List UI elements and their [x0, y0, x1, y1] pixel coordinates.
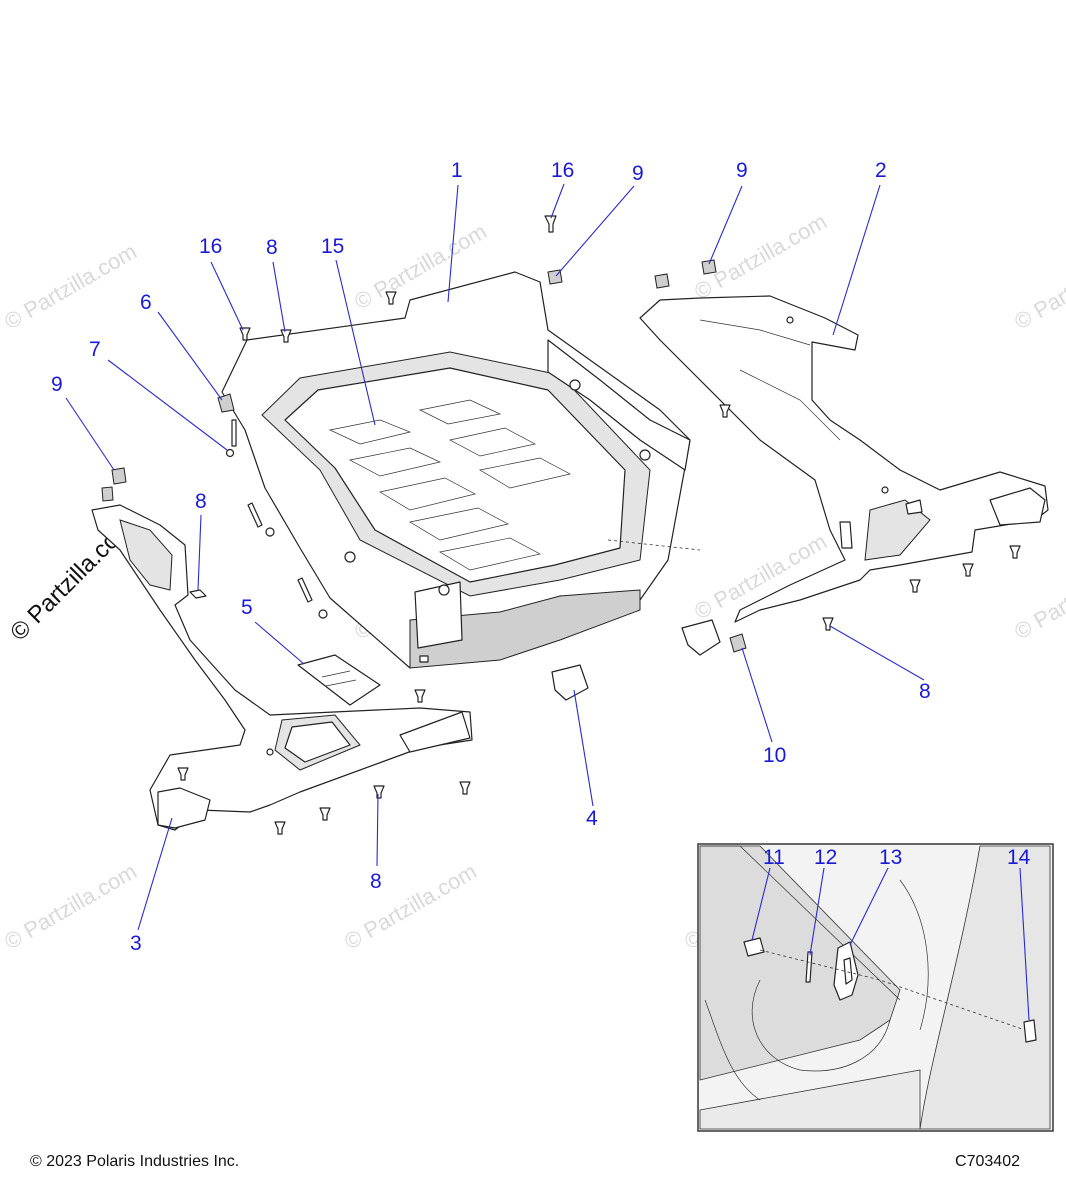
inset-callout-label: 12	[814, 846, 837, 869]
callout-label: 1	[451, 159, 463, 182]
watermark: © Partzilla.com	[1010, 239, 1066, 335]
callout-label: 2	[875, 159, 887, 182]
watermark: © Partzilla.com	[690, 209, 831, 305]
callout-label: 7	[89, 338, 101, 361]
callout-label: 4	[586, 807, 598, 830]
callout-label: 9	[51, 373, 63, 396]
callout-label: 8	[266, 236, 278, 259]
callout-label: 8	[370, 870, 382, 893]
callout-label: 9	[632, 162, 644, 185]
callout-label: 6	[140, 291, 152, 314]
inset-detail: 11 12 13 14	[697, 843, 1054, 1132]
watermark: © Partzilla.com	[340, 859, 481, 955]
watermark: © Partzilla.com	[0, 239, 141, 335]
right-side-rail	[639, 295, 1049, 623]
watermark: © Partzilla.com	[1010, 549, 1066, 645]
diagram-code: C703402	[955, 1153, 1020, 1170]
access-panel	[297, 654, 381, 706]
watermark: © Partzilla.com	[0, 859, 141, 955]
cargo-box	[221, 271, 691, 669]
inset-callout-label: 11	[763, 846, 785, 869]
bracket-parts	[551, 619, 747, 701]
callout-label: 8	[919, 680, 931, 703]
callout-label: 3	[130, 932, 142, 955]
fasteners	[101, 215, 1021, 835]
copyright-text: © 2023 Polaris Industries Inc.	[30, 1153, 240, 1170]
callout-label: 10	[763, 744, 786, 767]
callout-label: 16	[551, 159, 574, 182]
callout-label: 16	[199, 235, 222, 258]
leader-lines	[65, 183, 925, 931]
callout-labels: 1 2 3 4 5 6 7 8 8 8 8 9 9 9 10 15 16 16	[51, 159, 931, 955]
inset-callout-label: 14	[1007, 846, 1031, 869]
callout-label: 8	[195, 490, 207, 513]
callout-label: 15	[321, 235, 344, 258]
inset-callout-label: 13	[879, 846, 902, 869]
left-side-rail	[91, 504, 473, 831]
callout-label: 9	[736, 159, 748, 182]
callout-label: 5	[241, 596, 253, 619]
